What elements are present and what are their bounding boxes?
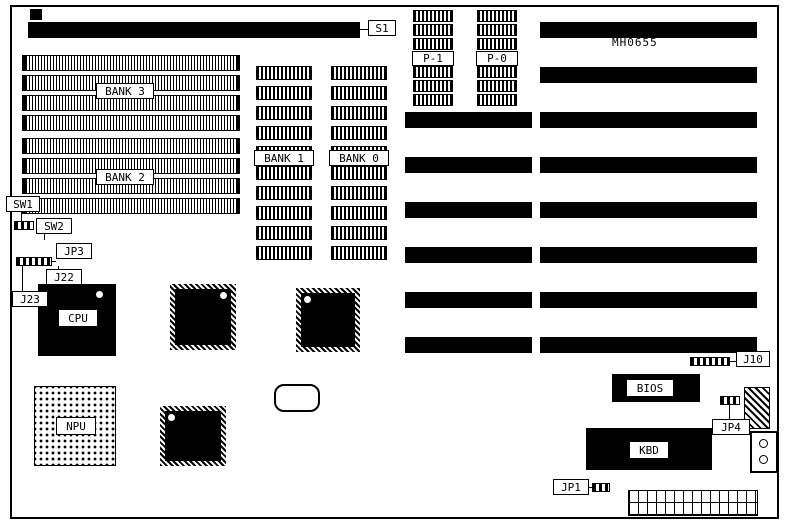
dip-chip (331, 106, 387, 120)
dip-chip (256, 246, 312, 260)
s1-label: S1 (368, 20, 396, 36)
board-model: MH0655 (612, 36, 658, 49)
dip-chip (256, 186, 312, 200)
isa-slot (540, 202, 757, 218)
isa-slot (540, 337, 757, 353)
jp4-label: JP4 (712, 419, 750, 435)
isa-slot (540, 112, 757, 128)
isa-slot (540, 22, 757, 38)
crystal-oscillator (274, 384, 320, 412)
bank1-label: BANK 1 (254, 150, 314, 166)
leader-line (21, 212, 22, 221)
leader-line (44, 234, 45, 240)
dip-chip (413, 10, 453, 22)
memory-socket-row (22, 138, 240, 154)
dip-chip (256, 206, 312, 220)
din-pin (759, 439, 768, 448)
dip-chip (413, 80, 453, 92)
leader-line (730, 361, 736, 362)
dip-chip (331, 126, 387, 140)
isa-slot (405, 292, 532, 308)
isa-slot (405, 337, 532, 353)
dip-chip (477, 24, 517, 36)
p1-label: P-1 (412, 51, 454, 66)
leader-line (22, 266, 23, 291)
jp4-jumper (720, 396, 740, 405)
isa-slot-column-right (540, 22, 757, 353)
kbd-label: KBD (629, 441, 669, 459)
cpu-label: CPU (58, 309, 98, 327)
chip-pin1-dot (220, 292, 227, 299)
j10-jumper (690, 357, 730, 366)
dip-chip (413, 24, 453, 36)
bank0-chip-column (331, 66, 387, 260)
jp3-label: JP3 (56, 243, 92, 259)
dip-chip (256, 106, 312, 120)
dip-chip (256, 226, 312, 240)
isa-slot (540, 67, 757, 83)
sw1-label: SW1 (6, 196, 40, 212)
dip-chip (413, 66, 453, 78)
dip-chip (413, 38, 453, 50)
isa-slot-column-left (405, 112, 532, 353)
s1-bar (28, 22, 360, 38)
memory-socket-row (22, 115, 240, 131)
qfp-chip-2 (296, 288, 360, 352)
dip-chip (331, 166, 387, 180)
j23-label: J23 (12, 291, 48, 307)
memory-socket-row (22, 198, 240, 214)
dip-chip (256, 126, 312, 140)
din-pin (759, 455, 768, 464)
cpu-pin1-dot (96, 291, 103, 298)
dip-chip (256, 166, 312, 180)
leader-line (729, 405, 730, 419)
bank2-label: BANK 2 (96, 169, 154, 185)
dip-chip (331, 246, 387, 260)
board-outline (10, 5, 779, 519)
jp3-jumper (16, 257, 52, 266)
dip-chip (331, 86, 387, 100)
sw1-switch (14, 221, 34, 230)
leader-line (589, 487, 592, 488)
chip-pin1-dot (304, 296, 311, 303)
leader-line (52, 261, 56, 262)
p0-label: P-0 (476, 51, 518, 66)
dip-chip (256, 66, 312, 80)
leader-line (58, 266, 59, 269)
mounting-pad (30, 9, 42, 20)
dip-chip (477, 66, 517, 78)
isa-slot (540, 247, 757, 263)
memory-socket-row (22, 55, 240, 71)
isa-slot (405, 157, 532, 173)
isa-slot (540, 157, 757, 173)
dip-chip (477, 10, 517, 22)
j22-label: J22 (46, 269, 82, 285)
keyboard-din-connector (750, 431, 778, 473)
jp1-jumper (592, 483, 610, 492)
bank3-label: BANK 3 (96, 83, 154, 99)
isa-slot (540, 292, 757, 308)
npu-label: NPU (56, 417, 96, 435)
leader-line (360, 29, 368, 30)
dip-chip (331, 66, 387, 80)
dip-chip (331, 226, 387, 240)
dip-chip (256, 86, 312, 100)
dip-chip (331, 206, 387, 220)
dip-chip (413, 94, 453, 106)
isa-slot (405, 112, 532, 128)
dip-chip (477, 94, 517, 106)
isa-slot (405, 247, 532, 263)
bottom-pin-header (628, 490, 758, 516)
bank0-label: BANK 0 (329, 150, 389, 166)
isa-slot (405, 202, 532, 218)
j10-label: J10 (736, 351, 770, 367)
dip-chip (477, 80, 517, 92)
chip-pin1-dot (168, 414, 175, 421)
bios-label: BIOS (626, 379, 674, 397)
bank2-socket-stack (22, 138, 240, 214)
dip-chip (331, 186, 387, 200)
sw2-label: SW2 (36, 218, 72, 234)
jp1-label: JP1 (553, 479, 589, 495)
dip-chip (477, 38, 517, 50)
